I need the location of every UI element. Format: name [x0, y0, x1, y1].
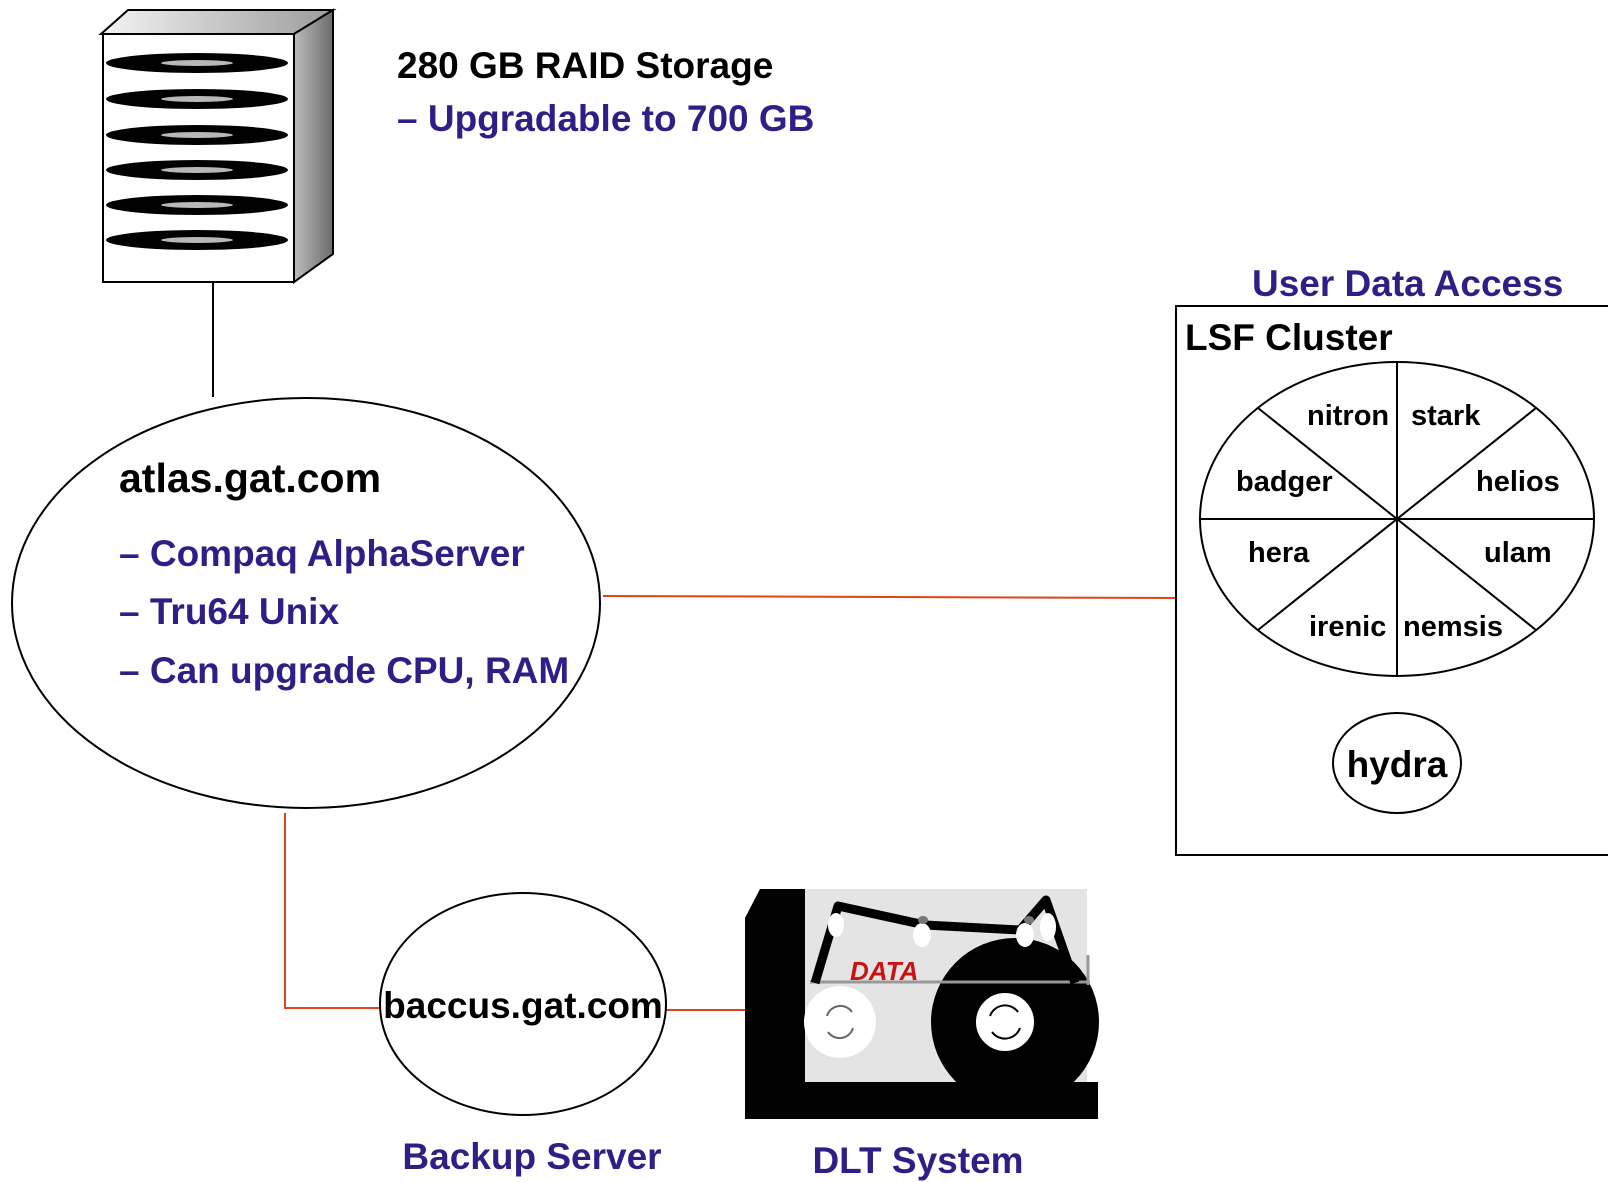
dlt-tape-drive-icon	[745, 889, 1099, 1119]
user-data-access-heading: User Data Access	[1252, 263, 1563, 304]
hydra-label: hydra	[1347, 744, 1448, 785]
node-stark: stark	[1411, 400, 1481, 432]
atlas-to-cluster-link	[602, 595, 1178, 599]
storage-subtitle: – Upgradable to 700 GB	[397, 98, 814, 139]
dlt-system-caption: DLT System	[812, 1140, 1023, 1181]
backup-server-node	[379, 892, 667, 1116]
raid-storage-icon	[98, 8, 337, 284]
storage-title: 280 GB RAID Storage	[397, 45, 773, 86]
node-badger: badger	[1236, 466, 1333, 498]
node-hera: hera	[1248, 537, 1310, 569]
atlas-bullet-1: – Compaq AlphaServer	[119, 533, 525, 574]
atlas-name: atlas.gat.com	[119, 455, 381, 501]
atlas-bullet-2: – Tru64 Unix	[119, 591, 339, 632]
node-ulam: ulam	[1484, 537, 1552, 569]
disk-platters	[106, 53, 288, 250]
dlt-data-label: DATA	[850, 956, 918, 986]
backup-server-caption: Backup Server	[402, 1136, 661, 1177]
node-helios: helios	[1476, 466, 1560, 498]
atlas-to-backup-link	[284, 813, 380, 1009]
lsf-cluster-pie	[1199, 361, 1595, 677]
node-nitron: nitron	[1307, 400, 1389, 432]
lsf-cluster-title: LSF Cluster	[1185, 317, 1393, 358]
hydra-node	[1332, 712, 1462, 814]
atlas-bullet-3: – Can upgrade CPU, RAM	[119, 650, 569, 691]
node-irenic: irenic	[1309, 611, 1386, 643]
backup-server-name: baccus.gat.com	[383, 985, 663, 1026]
atlas-server-node	[11, 397, 601, 809]
node-nemsis: nemsis	[1403, 611, 1503, 643]
